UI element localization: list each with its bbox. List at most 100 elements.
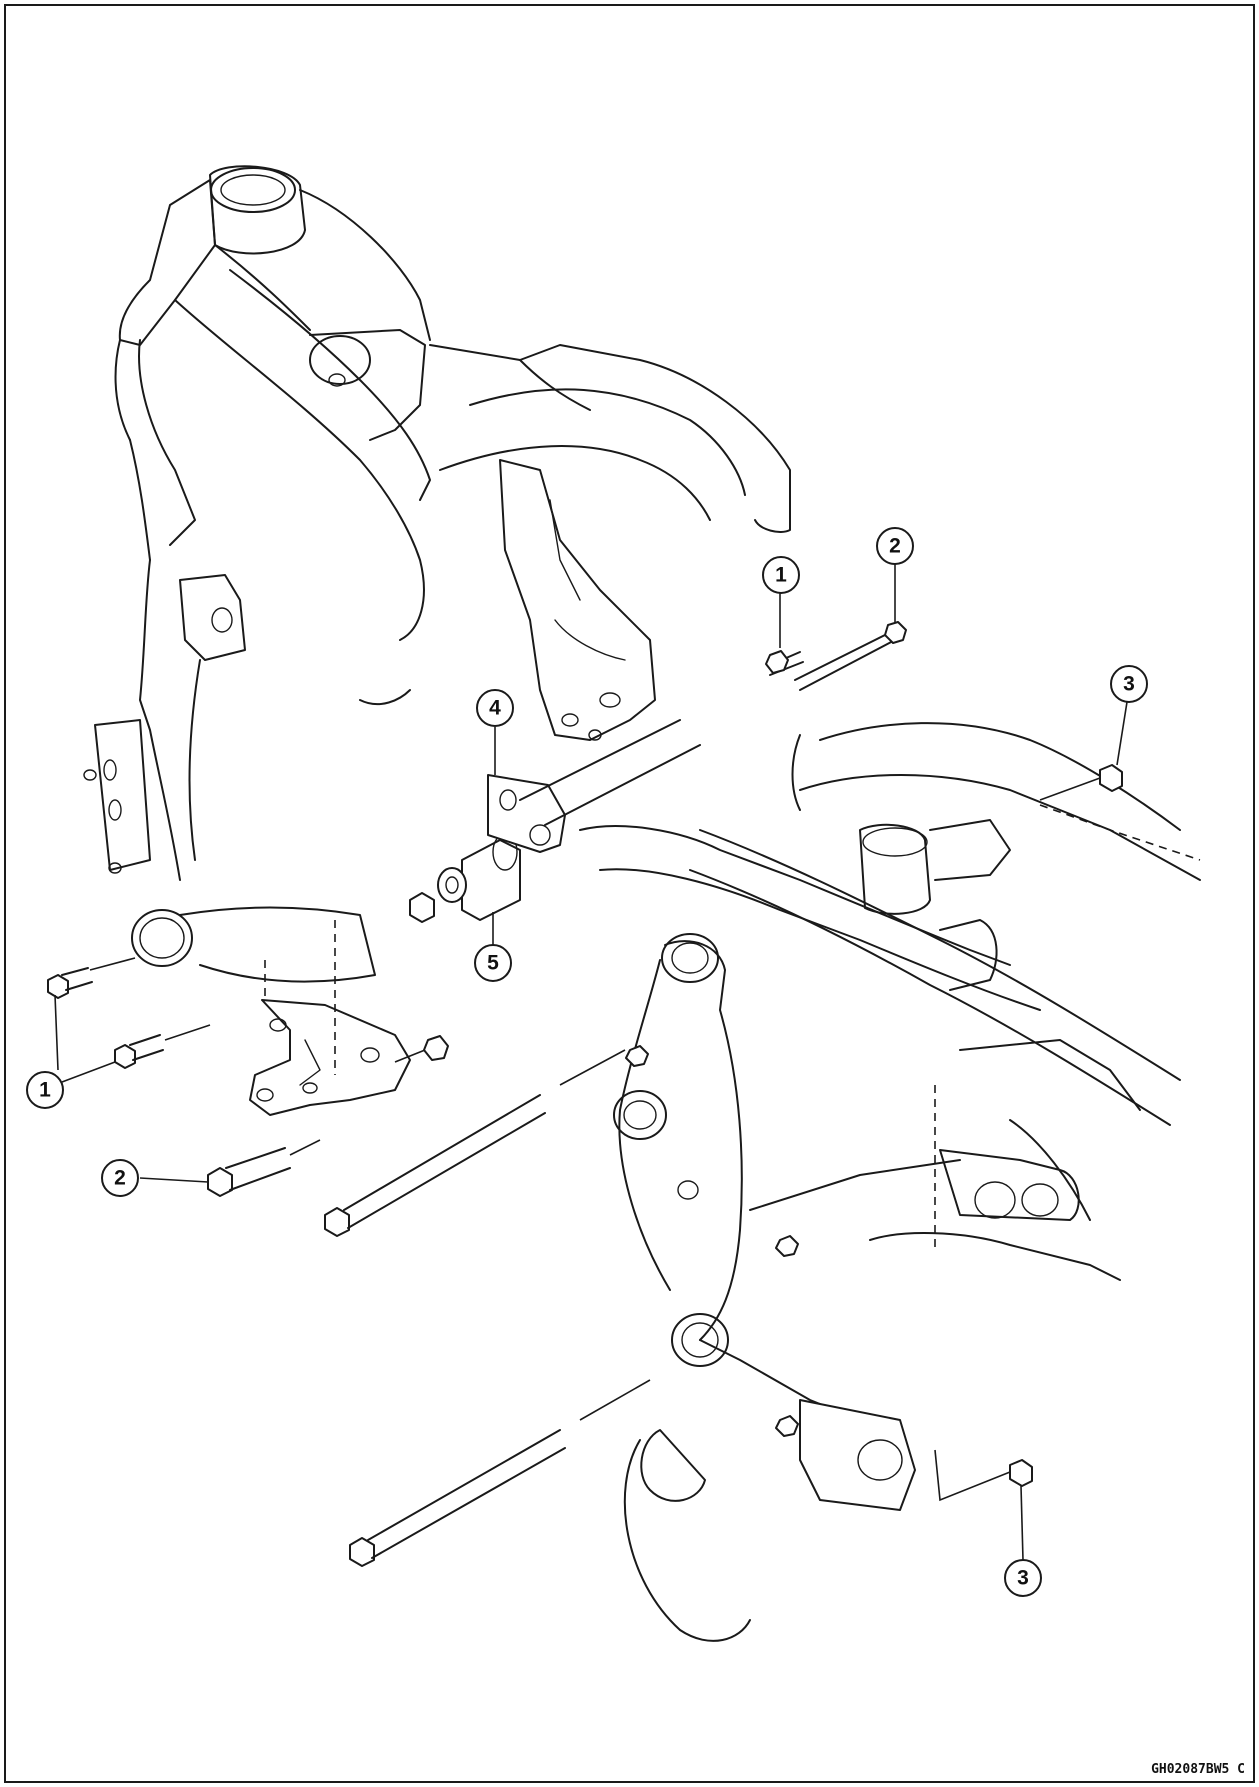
upright-hole [677,1180,699,1200]
svg-text:5: 5 [487,952,499,975]
rear-plate-hole-c [588,729,602,741]
head-bracket [309,329,426,441]
main-beam-top [299,189,431,341]
right-plate-hole-b [1021,1183,1059,1217]
left-downtube-edge [129,439,151,561]
long-bolt-b-head [349,1537,375,1567]
callout-3-top: 3 [1110,665,1148,703]
rear-frame-plate [499,459,656,741]
rear-loop-lower [799,774,1201,881]
svg-text:1: 1 [775,564,787,587]
upright-mid-boss [613,1090,667,1140]
pivot-cross-tube [179,906,376,983]
callout-3-bottom: 3 [1004,1559,1042,1597]
frame-bolt-c [775,1415,799,1437]
svg-text:2: 2 [114,1167,126,1190]
shock-mount-drum [859,823,931,915]
plate-through-axis [519,719,701,826]
left-bolt-2-axis [289,1139,321,1156]
left-bolt-b-shank [129,1034,164,1061]
frame-bolt-a [625,1045,649,1067]
callout-leaders [54,563,1128,1561]
lower-top-tube-2 [599,868,1041,1011]
rear-lower-tube [869,1232,1121,1281]
mount-plate-hole-b [529,824,551,846]
callout-5: 5 [474,944,512,982]
diagonal-tube-top [699,829,1181,1081]
upper-bolt-shank-b [799,639,896,691]
left-bolt-2-shank [225,1147,291,1191]
upper-right-nut-axis [1039,777,1101,801]
steering-head-bore [220,174,286,206]
rear-cross-tube [959,1039,1141,1111]
svg-text:2: 2 [889,535,901,558]
upper-right-nut [1099,764,1123,792]
lower-top-tube-1 [579,825,1011,966]
callout-2-left: 2 [101,1159,139,1197]
left-leg-slot-b [108,799,122,821]
left-bolt-b-head [114,1044,136,1069]
bracket-gusset [299,1039,321,1086]
left-bolt-2-head [207,1167,233,1197]
spacer-collar [461,839,521,921]
left-bolt-a-axis [89,957,136,971]
svg-text:4: 4 [489,697,501,720]
leader-2-left [139,1177,209,1183]
lower-frame-foot [623,1439,751,1642]
callout-2-top: 2 [876,527,914,565]
rear-loop-dashed [1039,804,1201,861]
engine-mount-bracket [249,999,411,1116]
right-plate-hole-a [974,1181,1016,1219]
upright-outer [664,940,743,1341]
left-bolt-a-head [47,974,69,999]
leader-3-bottom [1020,1485,1024,1561]
rear-plate-crease [554,619,626,661]
upper-frame-break [359,689,411,706]
svg-text:1: 1 [39,1079,51,1102]
frame-bolt-b [775,1235,799,1257]
lower-plate-hole [857,1439,903,1481]
rear-loop-end [791,734,801,811]
upper-arch-inner [469,388,746,496]
engine-bracket-assembly [249,960,449,1116]
long-bolt-b-axis [579,1379,651,1421]
leader-1-left [54,994,116,1083]
pivot-tube-bore [139,917,185,959]
rear-plate-hole-b [561,713,579,727]
steering-head-outer [209,165,306,255]
lower-frame-assembly [579,722,1201,1642]
side-bracket-block [179,574,246,661]
bracket-hole-a [269,1018,287,1032]
long-bolt-a-shank [343,1094,546,1229]
bracket-nut [423,1035,449,1061]
left-spar-upper [118,179,216,346]
head-mount-hole [328,373,346,387]
rear-plate-hole-a [599,692,621,708]
upright-pivot-boss [661,933,719,983]
main-beam-crease [214,244,311,331]
callout-4: 4 [476,689,514,727]
left-leg-bolt-b [108,862,122,874]
rear-loop-upper [819,722,1181,831]
left-bolt-b-axis [164,1024,211,1041]
upper-short-bolt-head [765,650,789,674]
bracket-hole-d [302,1082,318,1094]
upper-arch-web [519,359,591,411]
diagonal-tube-bottom [689,869,1171,1126]
long-bolt-a-head [324,1207,350,1237]
collar-washer-bore [445,876,459,894]
collar-washer [437,867,467,903]
upper-frame-assembly [83,165,791,985]
svg-text:3: 3 [1017,1567,1029,1590]
collar-nut [409,892,435,923]
lower-right-nut-axis [934,1449,1011,1502]
page-frame [4,4,1255,1783]
main-beam-lower [174,299,425,641]
leader-3-top [1116,701,1128,766]
shock-lower-bracket [939,919,998,991]
left-leg-bolt-a [83,769,97,781]
callout-1-left: 1 [26,1071,64,1109]
lower-right-nut [1009,1459,1033,1487]
